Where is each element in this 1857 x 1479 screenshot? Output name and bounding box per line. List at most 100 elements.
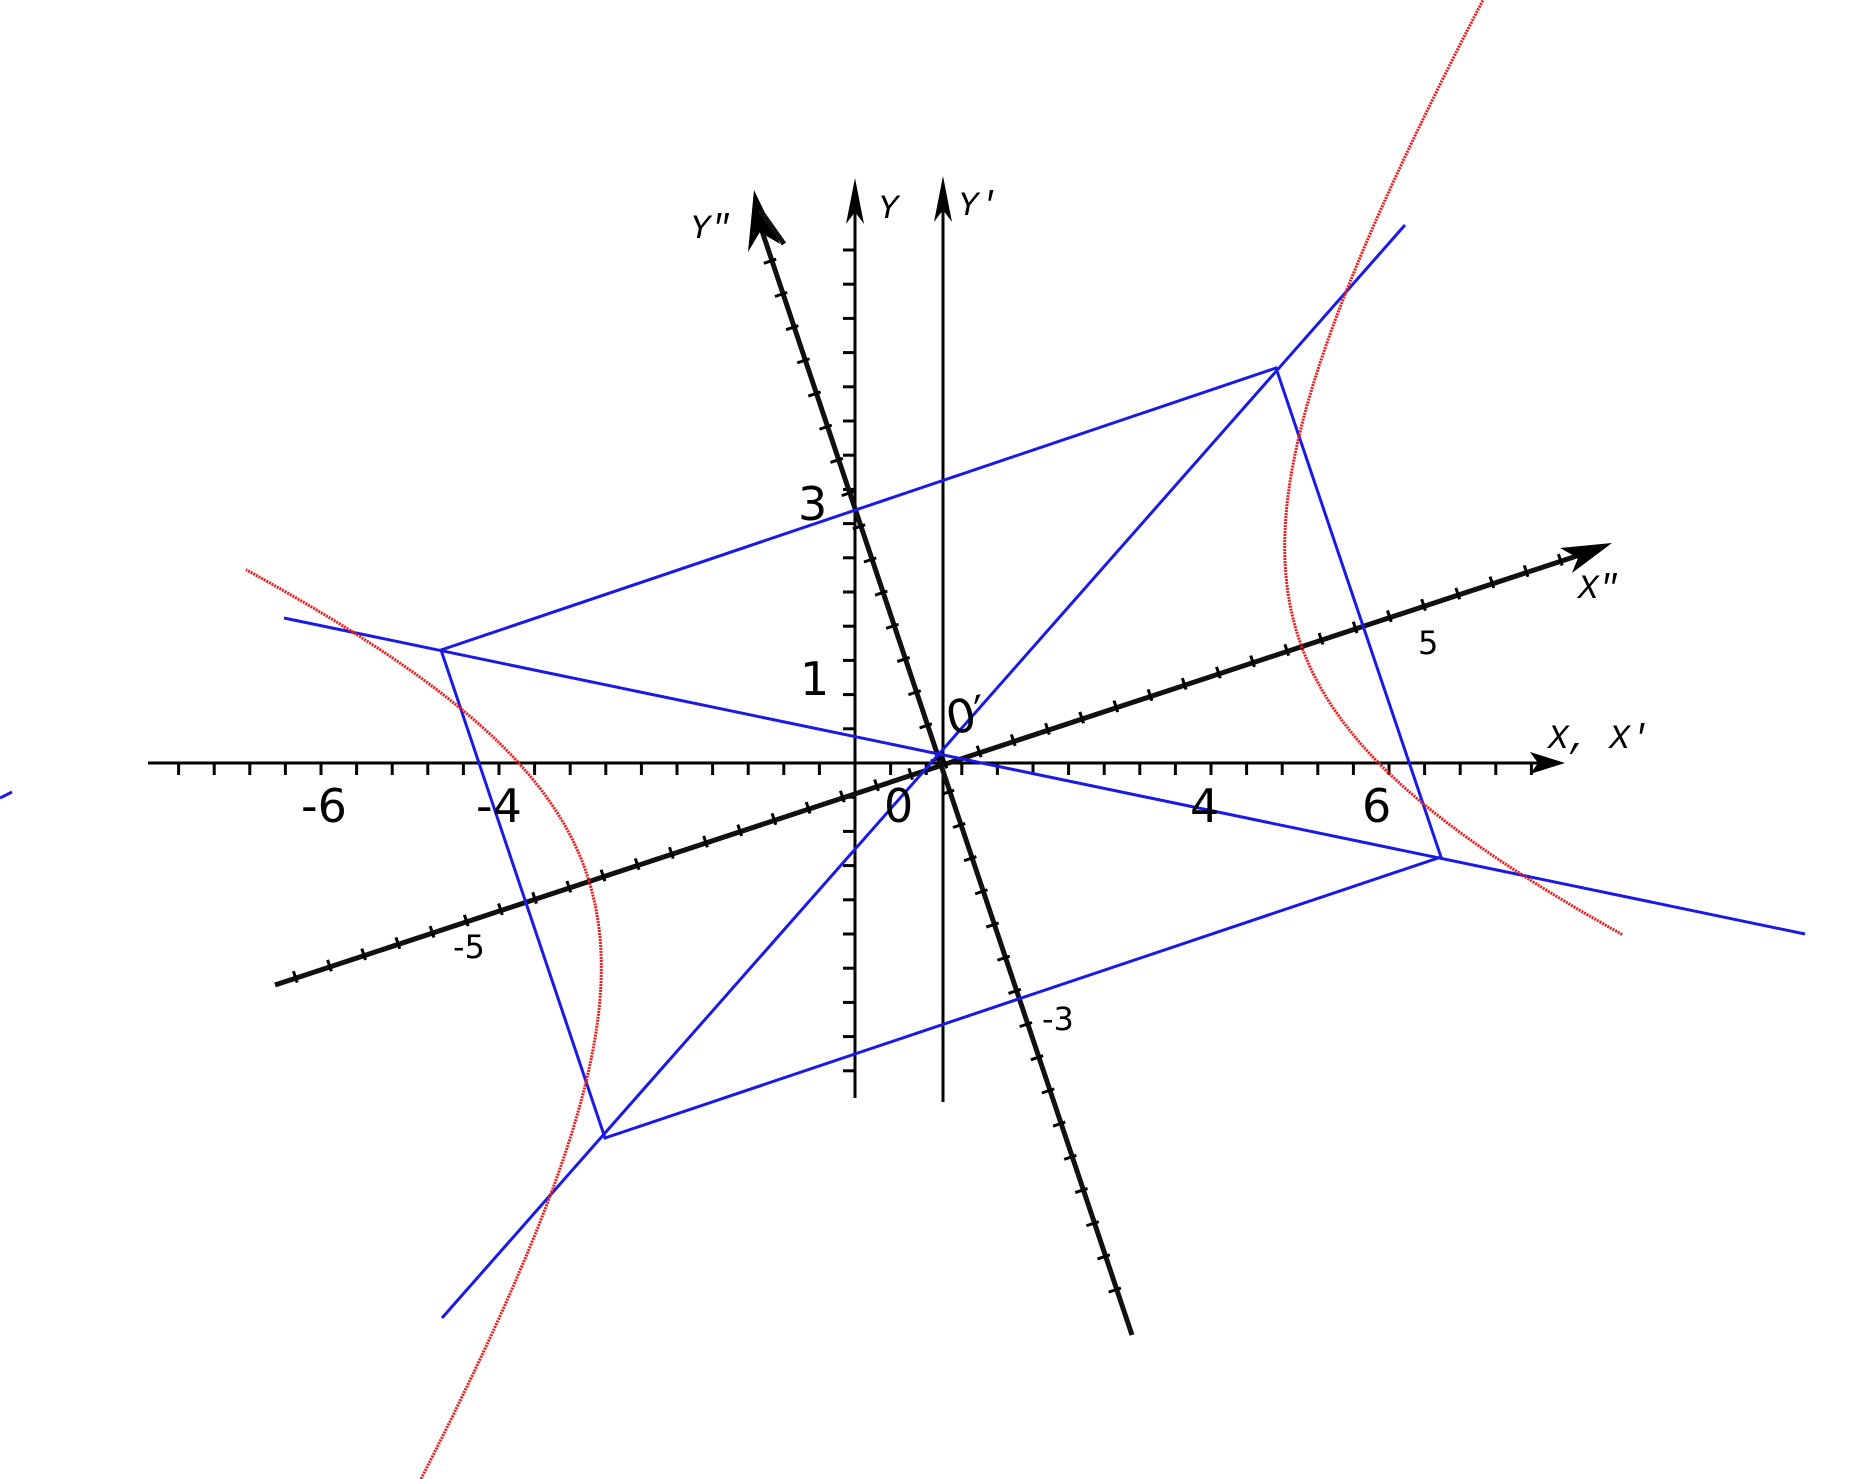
x-double-prime-axis-tick [1112, 700, 1120, 713]
rectangle [439, 366, 1443, 1140]
x-double-prime-axis-tick [1249, 655, 1256, 668]
y-double-prime-axis-tick [818, 423, 833, 431]
x-tick-label: 4 [1190, 779, 1219, 833]
origin-prime-label: 0′ [941, 685, 991, 746]
y-double-prime-axis-tick [974, 888, 988, 896]
axis-label-y-double-prime: Y″ [690, 211, 731, 249]
x-tick-label: 6 [1362, 779, 1391, 833]
x-axis-ticks [177, 763, 1533, 775]
x-double-prime-axis-tick [497, 903, 504, 916]
y-double-prime-axis-tick [774, 290, 788, 298]
y-double-prime-axis-tick [919, 722, 933, 730]
y-prime-axis [934, 176, 952, 1102]
axis-label-x: X, X′ [1546, 721, 1650, 759]
x-double-prime-axis-tick [565, 880, 573, 893]
y-double-prime-axis-tick [907, 689, 922, 697]
y-double-prime-axis-tick [985, 921, 1000, 929]
y-double-prime-axis-tick [896, 656, 911, 663]
y-double-prime-axis-tick [785, 324, 799, 332]
y-double-prime-axis-tick [796, 357, 811, 365]
y-double-prime-axis-tick [952, 821, 966, 829]
x-double-prime-axis-tick [326, 959, 333, 972]
x-double-prime-axis-tick [975, 745, 983, 758]
y-double-prime-axis-tick [1097, 1253, 1111, 1261]
x-double-prime-axis-tick [1317, 632, 1325, 645]
x-double-prime-axis-tick [394, 936, 402, 950]
hyperbola [245, 0, 1623, 1479]
y-double-prime-axis-arrow-icon [748, 190, 780, 252]
y-double-prime-axis-tick [1108, 1286, 1122, 1294]
x-double-prime-axis-tick [736, 824, 744, 837]
x-double-prime-axis-tick [531, 891, 538, 905]
x-double-prime-axis-tick [907, 767, 914, 781]
x-double-prime-axis [274, 543, 1612, 988]
x-double-prime-axis-tick [1009, 733, 1017, 747]
axis-label-y: Y [878, 191, 901, 229]
x-double-prime-axis-tick [702, 835, 709, 848]
y-double-prime-axis-tick [841, 490, 855, 498]
x-double-prime-axis-tick [1283, 643, 1291, 657]
y-double-prime-axis-tick [1052, 1120, 1066, 1128]
x-double-prime-axis-tick [1488, 576, 1496, 589]
y-double-prime-axis-ticks [763, 257, 1122, 1294]
x-tick-label: -4 [476, 779, 522, 833]
y-double-prime-axis-tick [1008, 987, 1022, 995]
x-double-prime-axis-tick [941, 756, 949, 769]
hyperbola-left-branch [245, 568, 603, 1479]
x-double-prime-axis-tick [839, 790, 846, 803]
y-double-prime-axis-tick [807, 390, 822, 398]
x-double-prime-axis-tick [1420, 598, 1427, 612]
x-double-prime-axis-ticks [291, 553, 1564, 984]
x-double-prime-axis-tick [1146, 688, 1154, 702]
y-double-prime-axis-tick [763, 257, 777, 265]
x-double-prime-axis-tick [1556, 553, 1564, 566]
y-double-prime-axis-tick [1074, 1187, 1089, 1194]
y-double-prime-tick-label: -3 [1042, 1000, 1074, 1038]
x-double-prime-axis-tick [668, 846, 675, 860]
y-double-prime-axis-tick [1019, 1021, 1033, 1029]
y-tick-label: 1 [800, 652, 829, 706]
y-double-prime-axis-tick [1085, 1220, 1100, 1228]
x-double-prime-tick-label: 5 [1418, 624, 1438, 662]
y-prime-axis-arrow-icon [934, 176, 952, 222]
x-axis-arrow-icon [1530, 752, 1565, 774]
x-double-prime-axis-tick [633, 857, 641, 871]
construction-lines [0, 224, 1806, 1319]
x-double-prime-tick-label: -5 [453, 928, 485, 966]
y-double-prime-axis-tick [996, 954, 1011, 962]
x-double-prime-axis-tick [462, 914, 470, 927]
x-double-prime-axis-tick [1522, 564, 1530, 578]
y-double-prime-axis [748, 190, 1135, 1336]
x-double-prime-axis-arrow-icon [1560, 543, 1612, 573]
x-double-prime-axis-tick [1180, 677, 1188, 690]
y-double-prime-axis-tick [874, 589, 888, 597]
x-double-prime-axis-tick [770, 812, 778, 826]
y-tick-label: 3 [798, 477, 827, 531]
asymptote-2 [283, 616, 1806, 936]
y-double-prime-axis-tick [941, 788, 955, 796]
x-double-prime-axis-tick [1351, 621, 1359, 634]
y-double-prime-axis-tick [830, 456, 844, 464]
y-double-prime-axis-tick [852, 523, 866, 531]
y-double-prime-axis-tick [1030, 1054, 1044, 1062]
hyperbola-right-branch [1283, 0, 1623, 936]
x-double-prime-axis-tick [428, 925, 436, 938]
asymptote-1 [440, 224, 1407, 1319]
y-axis [843, 178, 864, 1098]
x-tick-label: -6 [301, 779, 347, 833]
x-double-prime-axis-tick [1078, 711, 1085, 724]
x-double-prime-axis-tick [1454, 587, 1462, 600]
stray-mark [0, 790, 13, 800]
x-double-prime-axis-tick [1215, 666, 1222, 679]
y-double-prime-axis-tick [885, 622, 899, 630]
y-double-prime-axis-tick [863, 556, 877, 564]
y-double-prime-axis-tick [1063, 1153, 1077, 1161]
x-double-prime-axis-tick [1386, 609, 1393, 623]
y-axis-arrow-icon [846, 178, 864, 224]
origin-label: 0 [884, 779, 913, 833]
y-axis-ticks [843, 248, 855, 1073]
axis-label-x-double-prime: X″ [1576, 571, 1619, 609]
y-double-prime-axis-tick [1041, 1087, 1055, 1095]
